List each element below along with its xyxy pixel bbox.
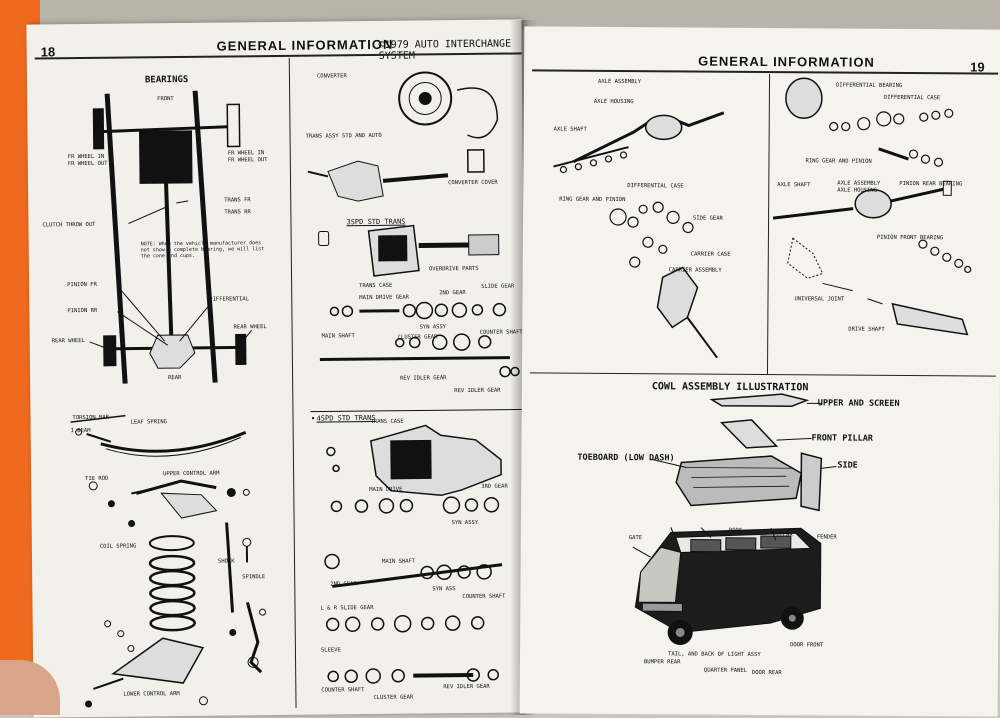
label-syn-ass: SYN ASS [432,586,455,592]
label-converter: CONVERTER [317,73,347,79]
label-3spd-std-trans: 3SPD STD TRANS [346,218,405,227]
label-door-rear: DOOR REAR [752,670,782,676]
label-fender: FENDER [817,534,837,540]
label-cluster-gear-2: CLUSTER GEAR [373,695,413,701]
label-l-r-slide-gear: L & R SLIDE GEAR [320,605,373,612]
label-main-drive: MAIN DRIVE [369,487,402,493]
label-rev-idler-gear-2: REV IDLER GEAR [454,388,500,394]
label-trans-case-1: TRANS CASE [359,283,392,289]
label-cluster-gear-1: CLUSTER GEAR [398,334,438,340]
label-pillar: PILLAR [773,532,793,538]
label-syn-assy-2: SYN ASSY [452,520,479,526]
label-gate: GATE [629,535,642,541]
label-tail-gate: TAIL, AND BACK OF LIGHT ASSY [668,651,761,658]
label-counter-shaft-3: COUNTER SHAFT [321,687,364,693]
label-3rd-gear: 3RD GEAR [481,484,508,490]
label-bumper-rear: BUMPER REAR [644,659,680,665]
station-wagon-drawing [520,26,1000,716]
label-door-front: DOOR FRONT [790,642,823,648]
label-2nd-gear-2: 2ND GEAR [330,581,357,587]
label-overdrive-parts: OVERDRIVE PARTS [429,266,479,273]
label-trans-case-2: TRANS CASE [371,419,404,425]
transmission-exploded-drawing [26,19,528,717]
label-counter-shaft-2: COUNTER SHAFT [462,594,505,600]
label-sleeve: SLEEVE [321,647,341,653]
label-main-shaft-1: MAIN SHAFT [322,333,355,339]
label-rev-idler-gear-3: REV IDLER GEAR [443,684,489,690]
label-4spd-std-trans: 4SPD STD TRANS [316,414,375,423]
label-2nd-gear-1: 2ND GEAR [439,290,466,296]
left-page: 18 GENERAL INFORMATION ©1979 AUTO INTERC… [26,19,528,717]
label-converter-cover: CONVERTER COVER [448,180,498,187]
label-roof: ROOF [729,528,742,534]
label-syn-assy-1: SYN ASSY [420,324,447,330]
label-main-drive-gear: MAIN DRIVE GEAR [359,295,409,302]
label-quarter-panel: QUARTER PANEL [704,668,747,674]
right-page: GENERAL INFORMATION 19 AXLE ASSEMBLY AXL… [520,26,1000,716]
label-main-shaft-2: MAIN SHAFT [382,559,415,565]
label-trans-assy: TRANS ASSY STD AND AUTO [306,133,382,140]
label-rev-idler-gear-1: REV IDLER GEAR [400,375,446,381]
